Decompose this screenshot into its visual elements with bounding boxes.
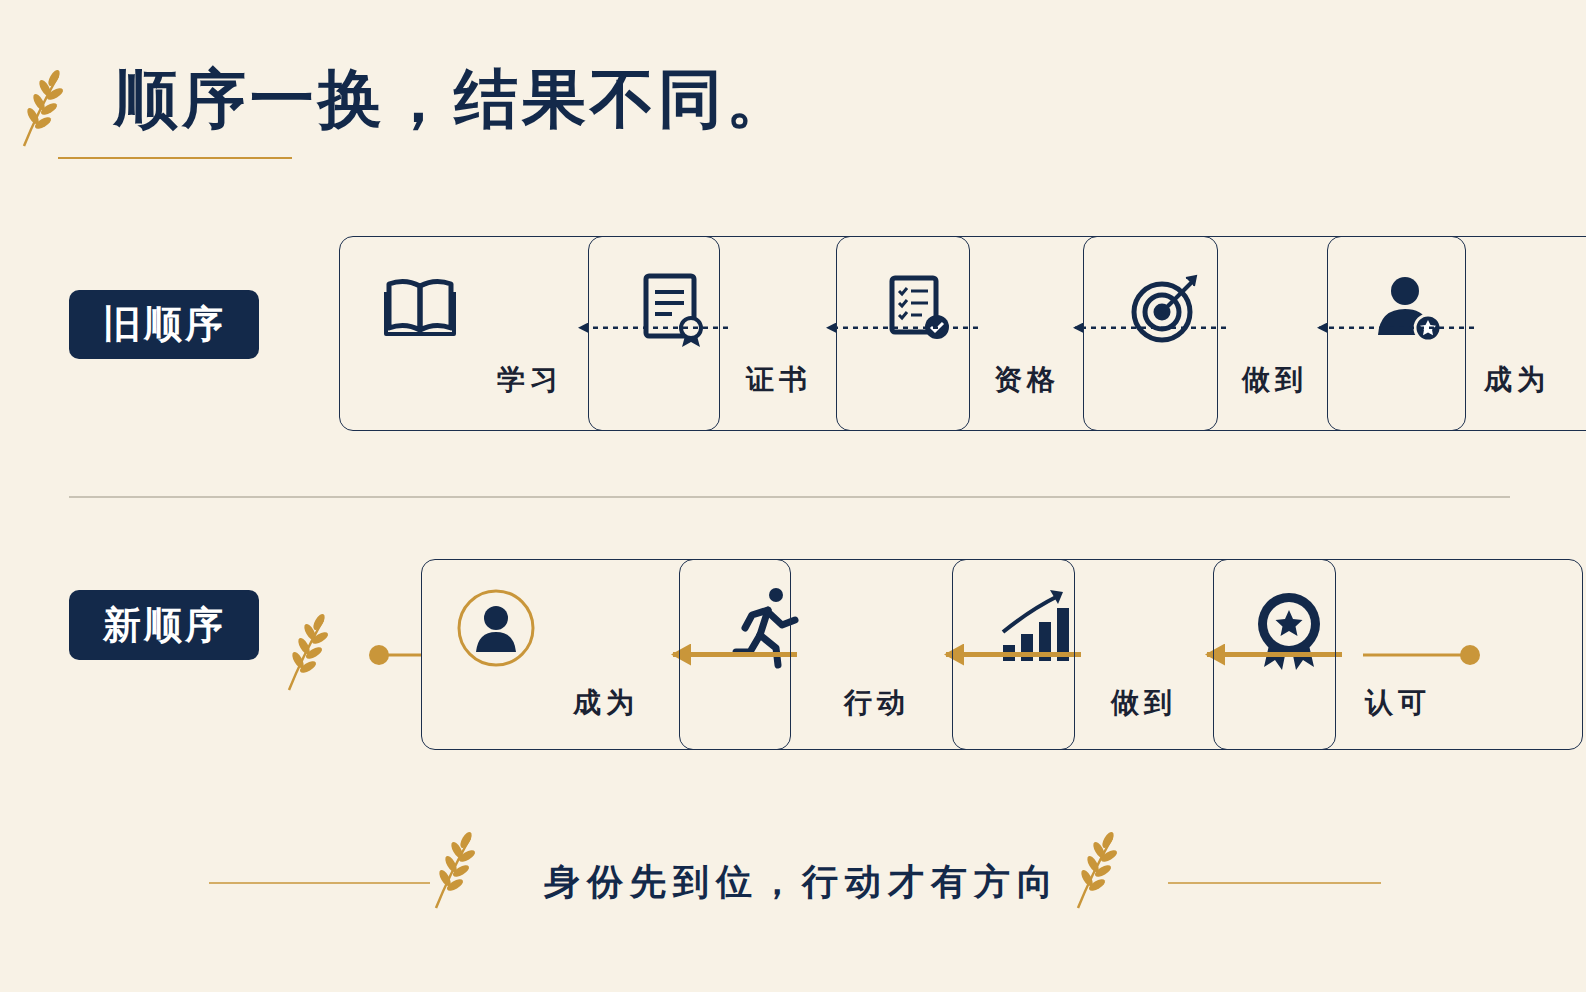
flow-arrow (946, 652, 1081, 657)
step-box: 行动 (679, 559, 1075, 750)
wheat-ornament (24, 68, 1119, 908)
flow-arrow (1207, 652, 1342, 657)
step-box: 成为 (1327, 236, 1586, 431)
row-label: 旧顺序 (103, 299, 226, 350)
row-label-tag: 新顺序 (69, 590, 259, 660)
step-label: 认可 (1214, 684, 1582, 722)
book-icon (386, 281, 454, 334)
step-box: 做到 (1083, 236, 1466, 431)
step-box: 证书 (588, 236, 970, 431)
person-star-icon (1378, 277, 1441, 341)
step-label: 做到 (1084, 361, 1465, 399)
step-label: 成为 (422, 684, 790, 722)
step-box: 资格 (836, 236, 1218, 431)
dotted-arrow (1075, 326, 1226, 329)
caption: 身份先到位，行动才有方向 (0, 858, 1586, 907)
step-label: 做到 (953, 684, 1335, 722)
step-label: 证书 (589, 361, 969, 399)
target-icon (1134, 276, 1196, 340)
checklist-icon (892, 278, 949, 339)
step-box: 成为 (421, 559, 791, 750)
timeline-ends (369, 645, 1480, 665)
flow-arrow (673, 652, 797, 657)
title-underline (58, 157, 292, 159)
caption-rule (1168, 882, 1381, 884)
step-box: 做到 (952, 559, 1336, 750)
dotted-arrow (1319, 326, 1474, 329)
certificate-icon (646, 276, 701, 347)
step-label: 资格 (837, 361, 1217, 399)
title: 顺序一换，结果不同。 (114, 56, 794, 143)
row-label: 新顺序 (103, 600, 226, 651)
step-box: 认可 (1213, 559, 1583, 750)
caption-rule (209, 882, 430, 884)
row-label-tag: 旧顺序 (69, 290, 259, 359)
dotted-arrow (828, 326, 978, 329)
step-label: 行动 (680, 684, 1074, 722)
separator-line (69, 496, 1510, 498)
dotted-arrow (580, 326, 728, 329)
person-circle-icon (459, 591, 533, 665)
step-label: 成为 (1328, 361, 1586, 399)
award-badge-icon (1258, 593, 1320, 670)
step-box: 学习 (339, 236, 720, 431)
step-label: 学习 (340, 361, 719, 399)
bar-chart-icon (1003, 590, 1069, 661)
